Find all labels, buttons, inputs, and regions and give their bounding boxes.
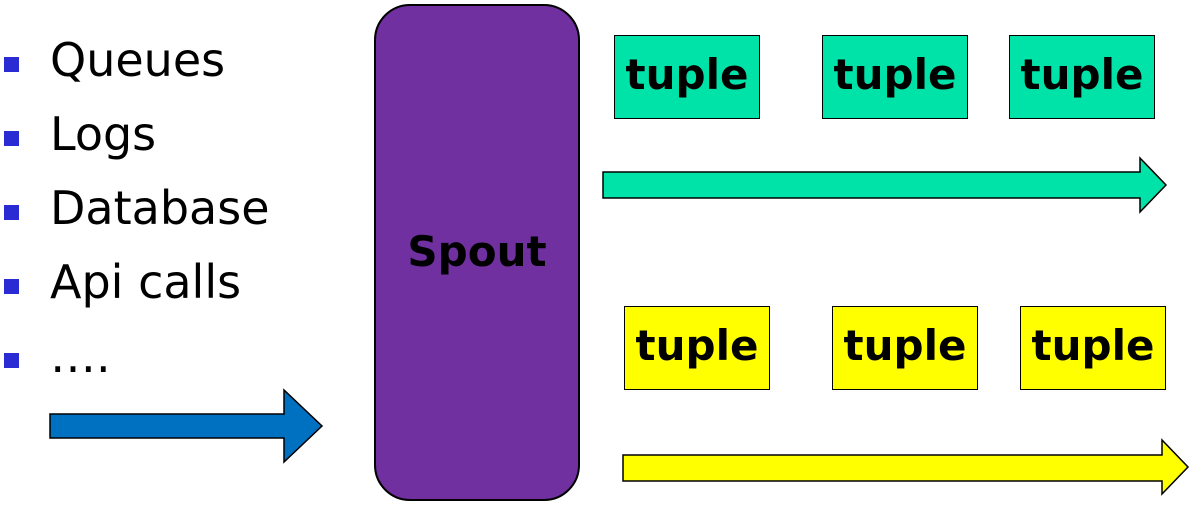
tuple-box: tuple xyxy=(1020,306,1166,390)
source-label: Queues xyxy=(50,33,226,87)
top-stream-arrow xyxy=(602,156,1168,214)
input-arrow-shape xyxy=(49,388,324,464)
input-arrow xyxy=(49,388,324,464)
bullet-square-icon xyxy=(4,205,19,220)
source-item: Logs xyxy=(0,104,270,178)
bullet-square-icon xyxy=(4,353,19,368)
source-item: Queues xyxy=(0,30,270,104)
source-list: Queues Logs Database Api calls …. xyxy=(0,30,270,400)
tuple-box: tuple xyxy=(832,306,978,390)
tuple-label: tuple xyxy=(1031,320,1155,370)
bullet-square-icon xyxy=(4,57,19,72)
bottom-stream-arrow-shape xyxy=(622,438,1190,496)
source-label: Logs xyxy=(50,107,157,161)
tuple-label: tuple xyxy=(843,320,967,370)
tuple-box: tuple xyxy=(822,35,968,119)
spout-label: Spout xyxy=(407,227,547,276)
source-item: Database xyxy=(0,178,270,252)
tuple-box: tuple xyxy=(624,306,770,390)
bullet-square-icon xyxy=(4,279,19,294)
tuple-box: tuple xyxy=(1009,35,1155,119)
source-label: …. xyxy=(50,329,111,383)
tuple-label: tuple xyxy=(635,320,759,370)
tuple-label: tuple xyxy=(625,49,749,99)
spout-node: Spout xyxy=(374,4,580,501)
tuple-label: tuple xyxy=(833,49,957,99)
bottom-stream-arrow xyxy=(622,438,1190,496)
source-item: Api calls xyxy=(0,252,270,326)
source-label: Api calls xyxy=(50,255,242,309)
tuple-box: tuple xyxy=(614,35,760,119)
bullet-square-icon xyxy=(4,131,19,146)
tuple-label: tuple xyxy=(1020,49,1144,99)
top-stream-arrow-shape xyxy=(602,156,1168,214)
source-label: Database xyxy=(50,181,270,235)
source-item: …. xyxy=(0,326,270,400)
